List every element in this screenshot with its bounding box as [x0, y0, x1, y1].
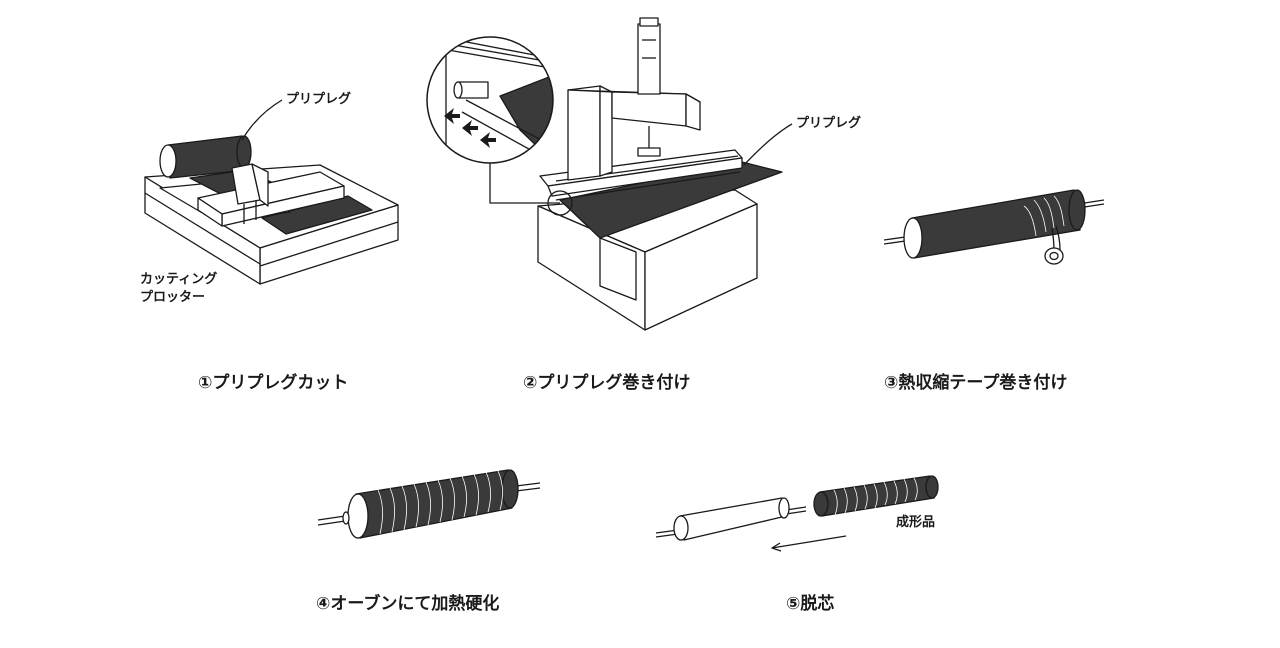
prepreg-label-2: プリプレグ	[796, 116, 862, 131]
step-2-caption: ②プリプレグ巻き付け	[523, 373, 691, 393]
demolding-illustration	[655, 475, 939, 552]
prepreg-label-1: プリプレグ	[286, 92, 352, 107]
cutting-plotter-label-line1: カッティング	[140, 272, 218, 287]
cured-roll-illustration	[317, 469, 541, 539]
cutting-plotter-label-line2: プロッター	[140, 290, 206, 305]
step-3-caption: ③熱収縮テープ巻き付け	[884, 373, 1068, 393]
step-1-caption: ①プリプレグカット	[198, 373, 349, 393]
wrapping-press-illustration	[426, 17, 793, 331]
step-4-caption: ④オーブンにて加熱硬化	[316, 594, 500, 614]
tape-wrapped-roll-illustration	[883, 189, 1105, 265]
step-5-caption: ⑤脱芯	[786, 594, 835, 614]
molded-product-label: 成形品	[896, 515, 936, 530]
cutting-plotter-illustration	[144, 99, 399, 285]
